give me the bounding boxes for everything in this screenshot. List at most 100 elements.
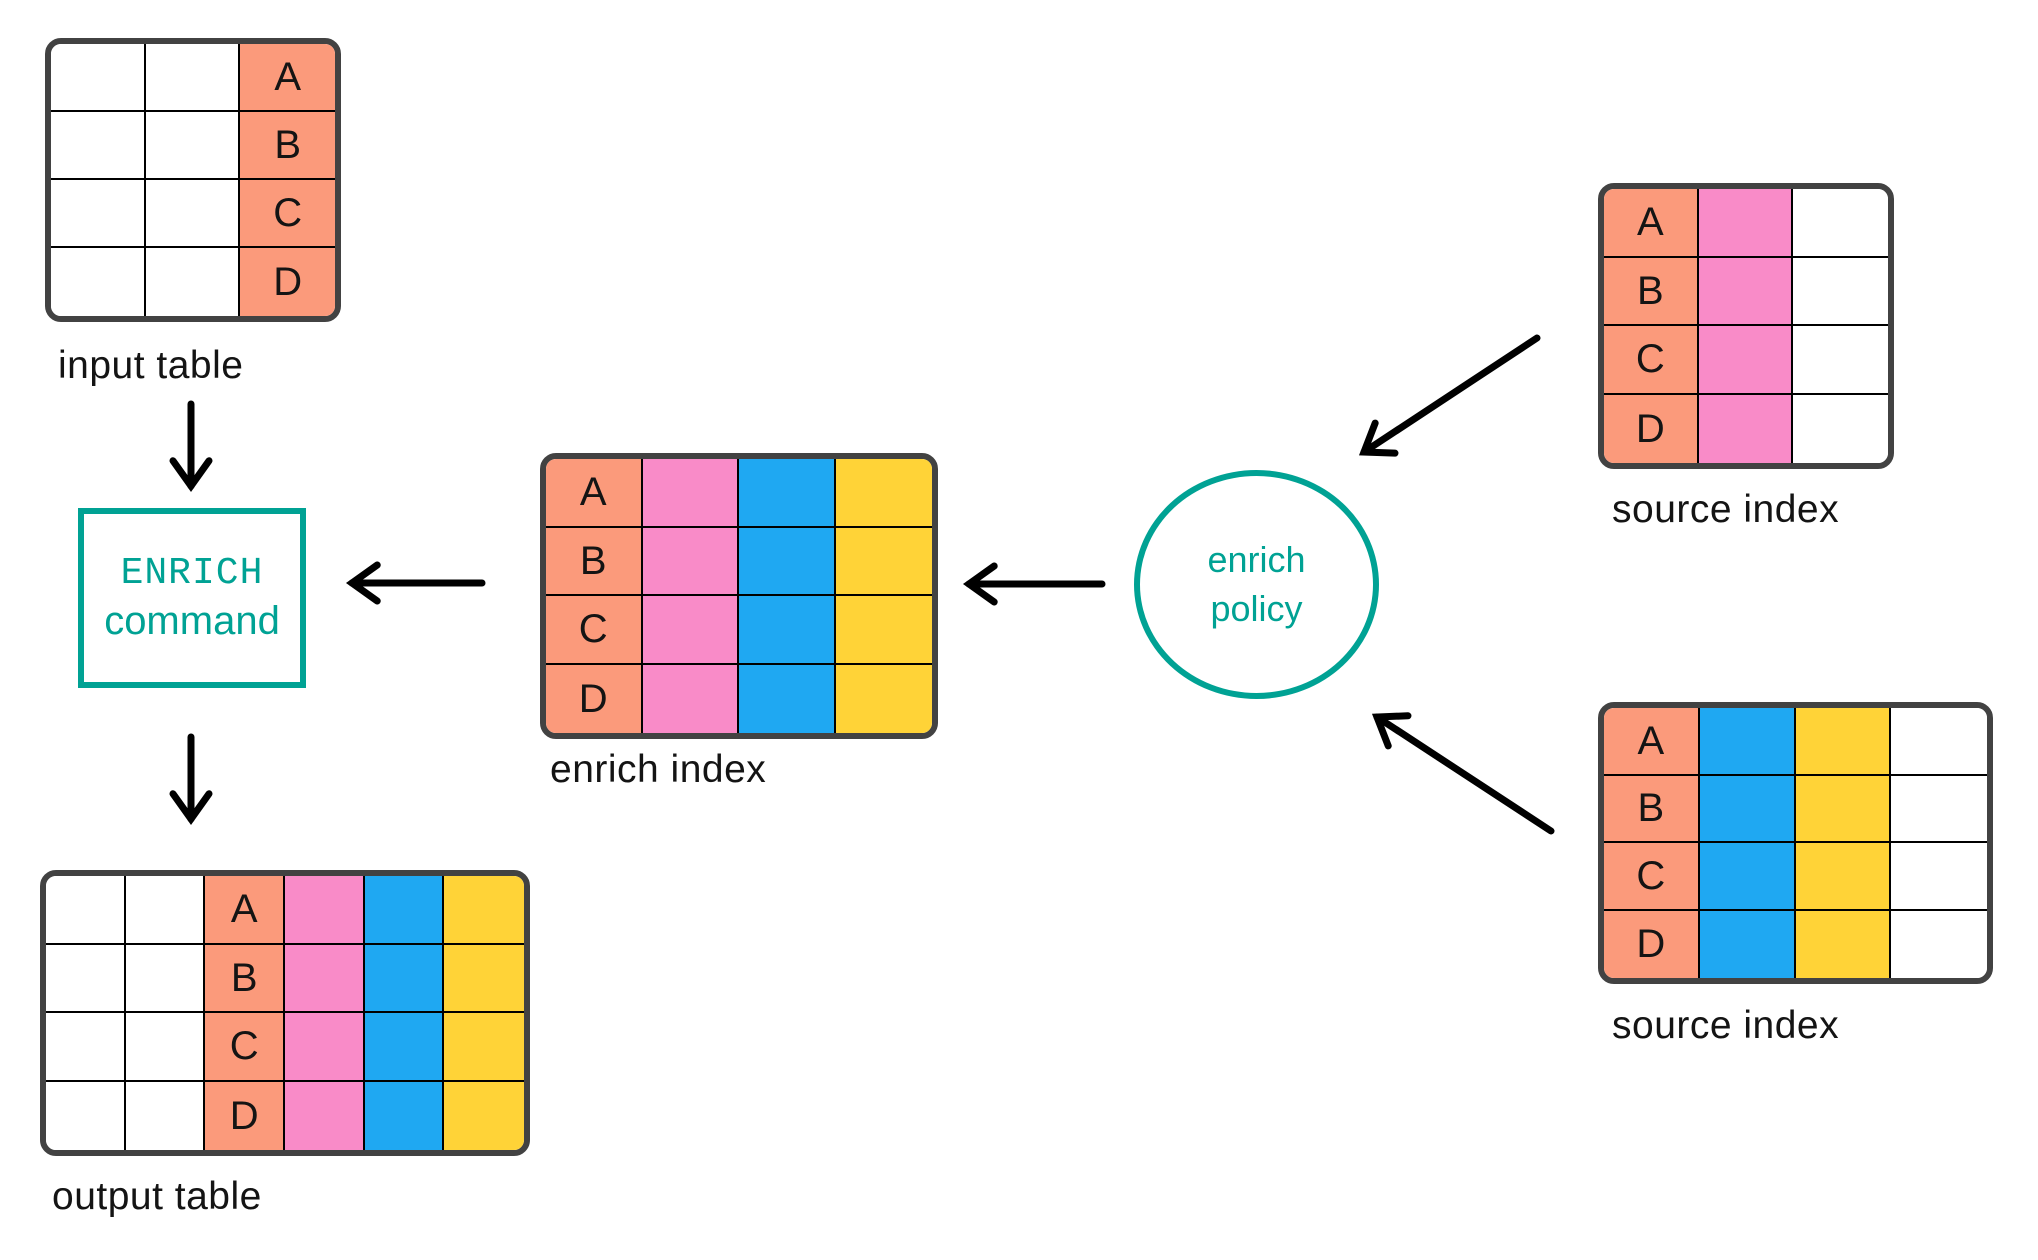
table-cell	[1698, 257, 1794, 326]
table-cell	[444, 1013, 524, 1082]
table-cell	[125, 1013, 206, 1082]
table-cell	[444, 1081, 524, 1150]
table-cell	[284, 876, 365, 945]
table-cell: D	[1604, 910, 1700, 978]
table-cell	[364, 944, 445, 1013]
output-table-label: output table	[52, 1175, 262, 1218]
table-cell	[444, 876, 524, 945]
table-cell	[835, 596, 932, 665]
enrich-policy-node: enrich policy	[1134, 470, 1379, 699]
table-cell: D	[205, 1081, 285, 1150]
table-cell	[739, 459, 836, 528]
table-cell: B	[546, 527, 643, 596]
table-cell: D	[546, 664, 643, 733]
table-cell: A	[205, 876, 285, 945]
table-cell	[642, 527, 739, 596]
table-cell	[125, 1081, 206, 1150]
enrich-index-label: enrich index	[550, 748, 767, 791]
enrich-policy-label-line1: enrich	[1207, 538, 1306, 580]
table-cell	[125, 876, 206, 945]
table-cell: B	[240, 112, 335, 180]
table-cell: A	[546, 459, 643, 528]
table-cell	[835, 664, 932, 733]
table-cell	[364, 876, 445, 945]
table-cell	[1793, 257, 1888, 326]
table-cell	[46, 876, 126, 945]
table-cell: C	[546, 596, 643, 665]
table-cell	[364, 1081, 445, 1150]
arrow-source-bottom-to-enrich-policy	[1371, 712, 1555, 835]
arrow-source-top-to-enrich-policy	[1358, 334, 1541, 457]
table-cell	[1795, 708, 1892, 776]
table-cell	[642, 596, 739, 665]
table-cell	[46, 944, 126, 1013]
table-cell	[1795, 910, 1892, 978]
table-cell	[1698, 189, 1794, 258]
table-cell	[51, 180, 146, 248]
table-cell	[284, 1013, 365, 1082]
table-cell	[364, 1013, 445, 1082]
table-cell	[1793, 394, 1888, 463]
table-cell: B	[1604, 257, 1699, 326]
table-cell	[284, 1081, 365, 1150]
table-cell	[1698, 394, 1794, 463]
table-cell	[1699, 708, 1796, 776]
table-cell: B	[205, 944, 285, 1013]
table-cell	[145, 112, 241, 180]
table-cell	[642, 459, 739, 528]
table-cell	[1891, 708, 1987, 776]
enrich-command-keyword: ENRICH	[120, 552, 264, 595]
table-cell	[46, 1013, 126, 1082]
table-cell	[642, 664, 739, 733]
table-cell: A	[1604, 189, 1699, 258]
table-cell	[125, 944, 206, 1013]
table-cell	[1793, 326, 1888, 395]
table-cell	[51, 112, 146, 180]
arrow-enrich-index-to-enrich-command	[345, 561, 486, 605]
table-cell: A	[1604, 708, 1700, 776]
table-cell: D	[1604, 394, 1699, 463]
table-cell	[739, 527, 836, 596]
table-cell	[46, 1081, 126, 1150]
arrow-enrich-command-to-output-table	[169, 733, 213, 826]
table-cell	[145, 248, 241, 316]
table-cell	[1891, 775, 1987, 843]
table-cell: C	[1604, 326, 1699, 395]
arrow-enrich-policy-to-enrich-index	[962, 562, 1106, 606]
source-index-bottom-label: source index	[1612, 1004, 1840, 1047]
table-cell	[835, 459, 932, 528]
table-cell	[1795, 775, 1892, 843]
table-cell	[739, 596, 836, 665]
table-cell	[1699, 775, 1796, 843]
table-cell	[444, 944, 524, 1013]
table-cell	[739, 664, 836, 733]
table-cell	[145, 44, 241, 112]
enrich-command-box: ENRICH command	[78, 508, 306, 688]
enrich-command-word: command	[104, 599, 280, 643]
enrich-policy-label-line2: policy	[1210, 587, 1303, 629]
table-cell	[1699, 910, 1796, 978]
table-cell	[145, 180, 241, 248]
table-cell: D	[240, 248, 335, 316]
table-cell	[1793, 189, 1888, 258]
table-cell	[284, 944, 365, 1013]
table-cell	[1698, 326, 1794, 395]
arrow-input-to-enrich-command	[169, 400, 213, 493]
table-cell: C	[1604, 843, 1700, 911]
table-cell: C	[205, 1013, 285, 1082]
table-cell	[1891, 910, 1987, 978]
table-cell: A	[240, 44, 335, 112]
source-index-top-label: source index	[1612, 488, 1840, 531]
table-cell: C	[240, 180, 335, 248]
table-cell	[1795, 843, 1892, 911]
table-cell	[1891, 843, 1987, 911]
table-cell	[51, 44, 146, 112]
table-cell	[51, 248, 146, 316]
table-cell	[835, 527, 932, 596]
